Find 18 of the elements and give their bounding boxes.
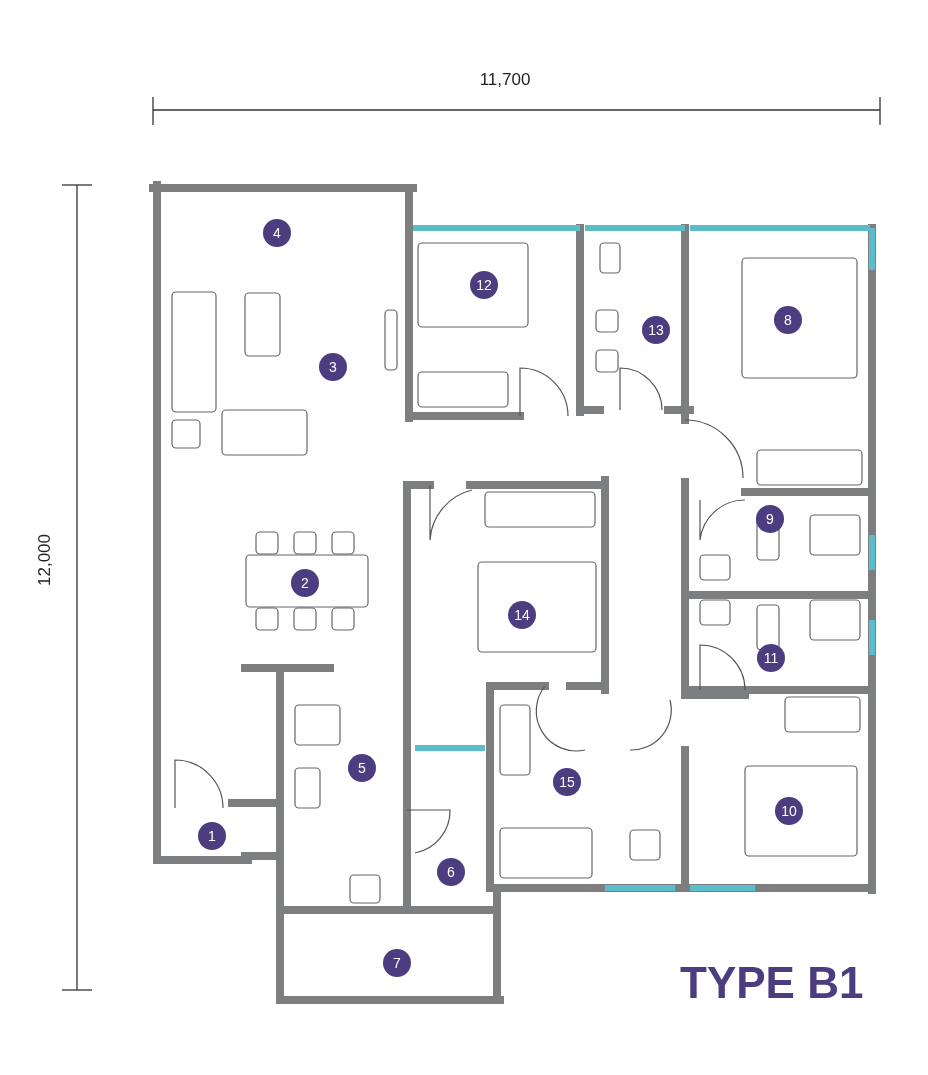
dimension-label: 11,700 [479,70,531,90]
callout-number: 6 [437,858,465,886]
callout-number: 1 [198,822,226,850]
callout-number: 9 [756,505,784,533]
callout-number: 5 [348,754,376,782]
callout-number: 10 [775,797,803,825]
dimension-label: 12,000 [35,534,55,586]
callout-number: 12 [470,271,498,299]
callout-number: 11 [757,644,785,672]
callout-number: 7 [383,949,411,977]
callout-number: 3 [319,353,347,381]
callout-number: 4 [263,219,291,247]
plan-title: TYPE B1 [680,958,864,1008]
callout-number: 8 [774,306,802,334]
callout-number: 15 [553,768,581,796]
callout-number: 14 [508,601,536,629]
callout-number: 2 [291,569,319,597]
callout-number: 13 [642,316,670,344]
